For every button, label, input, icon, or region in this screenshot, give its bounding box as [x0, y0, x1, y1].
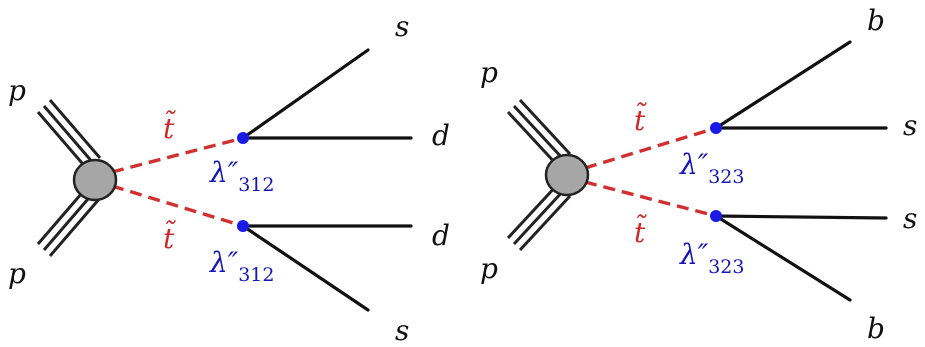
- quark-label-lower-2: s: [395, 314, 409, 347]
- diagram-right: p p t̃ t̃ λ″323 λ″323 b s s b: [480, 4, 917, 345]
- beam-label-upper: p: [8, 74, 26, 107]
- interaction-blob: [72, 158, 118, 202]
- vertex-lower: [710, 210, 722, 222]
- coupling-label-lower: λ″323: [679, 238, 744, 278]
- stop-line-upper: [584, 126, 717, 170]
- quark-line-lower-1: [714, 214, 888, 220]
- stop-label-lower: t̃: [634, 214, 648, 249]
- beam-lower: [36, 185, 102, 257]
- quark-line-lower-2: [714, 214, 852, 302]
- beam-upper: [36, 99, 102, 171]
- coupling-label-upper: λ″312: [209, 156, 274, 196]
- quark-line-upper-1: [241, 48, 370, 140]
- quark-label-lower-1: s: [903, 202, 917, 235]
- stop-line-upper: [111, 136, 244, 174]
- quark-label-lower-2: b: [867, 312, 885, 345]
- coupling-label-upper: λ″323: [679, 148, 744, 188]
- diagram-left: p p t̃ t̃ λ″312 λ″312 s d d s: [8, 10, 450, 347]
- quark-label-upper-1: b: [867, 4, 885, 37]
- beam-label-lower: p: [480, 252, 498, 285]
- quark-label-upper-2: s: [903, 109, 917, 142]
- beam-label-lower: p: [8, 257, 26, 290]
- vertex-upper: [710, 122, 722, 134]
- beam-label-upper: p: [480, 56, 498, 89]
- quark-label-lower-1: d: [432, 219, 450, 252]
- quark-label-upper-1: s: [395, 10, 409, 43]
- vertex-lower: [237, 220, 249, 232]
- interaction-blob: [544, 153, 590, 197]
- stop-line-lower: [584, 180, 717, 218]
- beam-lower: [506, 182, 572, 252]
- stop-label-upper: t̃: [634, 102, 648, 137]
- quark-line-lower-2: [241, 224, 370, 312]
- stop-label-lower: t̃: [163, 220, 177, 255]
- quark-label-upper-2: d: [432, 119, 450, 152]
- vertex-upper: [237, 132, 249, 144]
- beam-upper: [506, 98, 572, 168]
- coupling-label-lower: λ″312: [209, 246, 274, 286]
- quark-line-upper-1: [714, 40, 852, 130]
- stop-label-upper: t̃: [163, 110, 177, 145]
- stop-line-lower: [111, 184, 244, 228]
